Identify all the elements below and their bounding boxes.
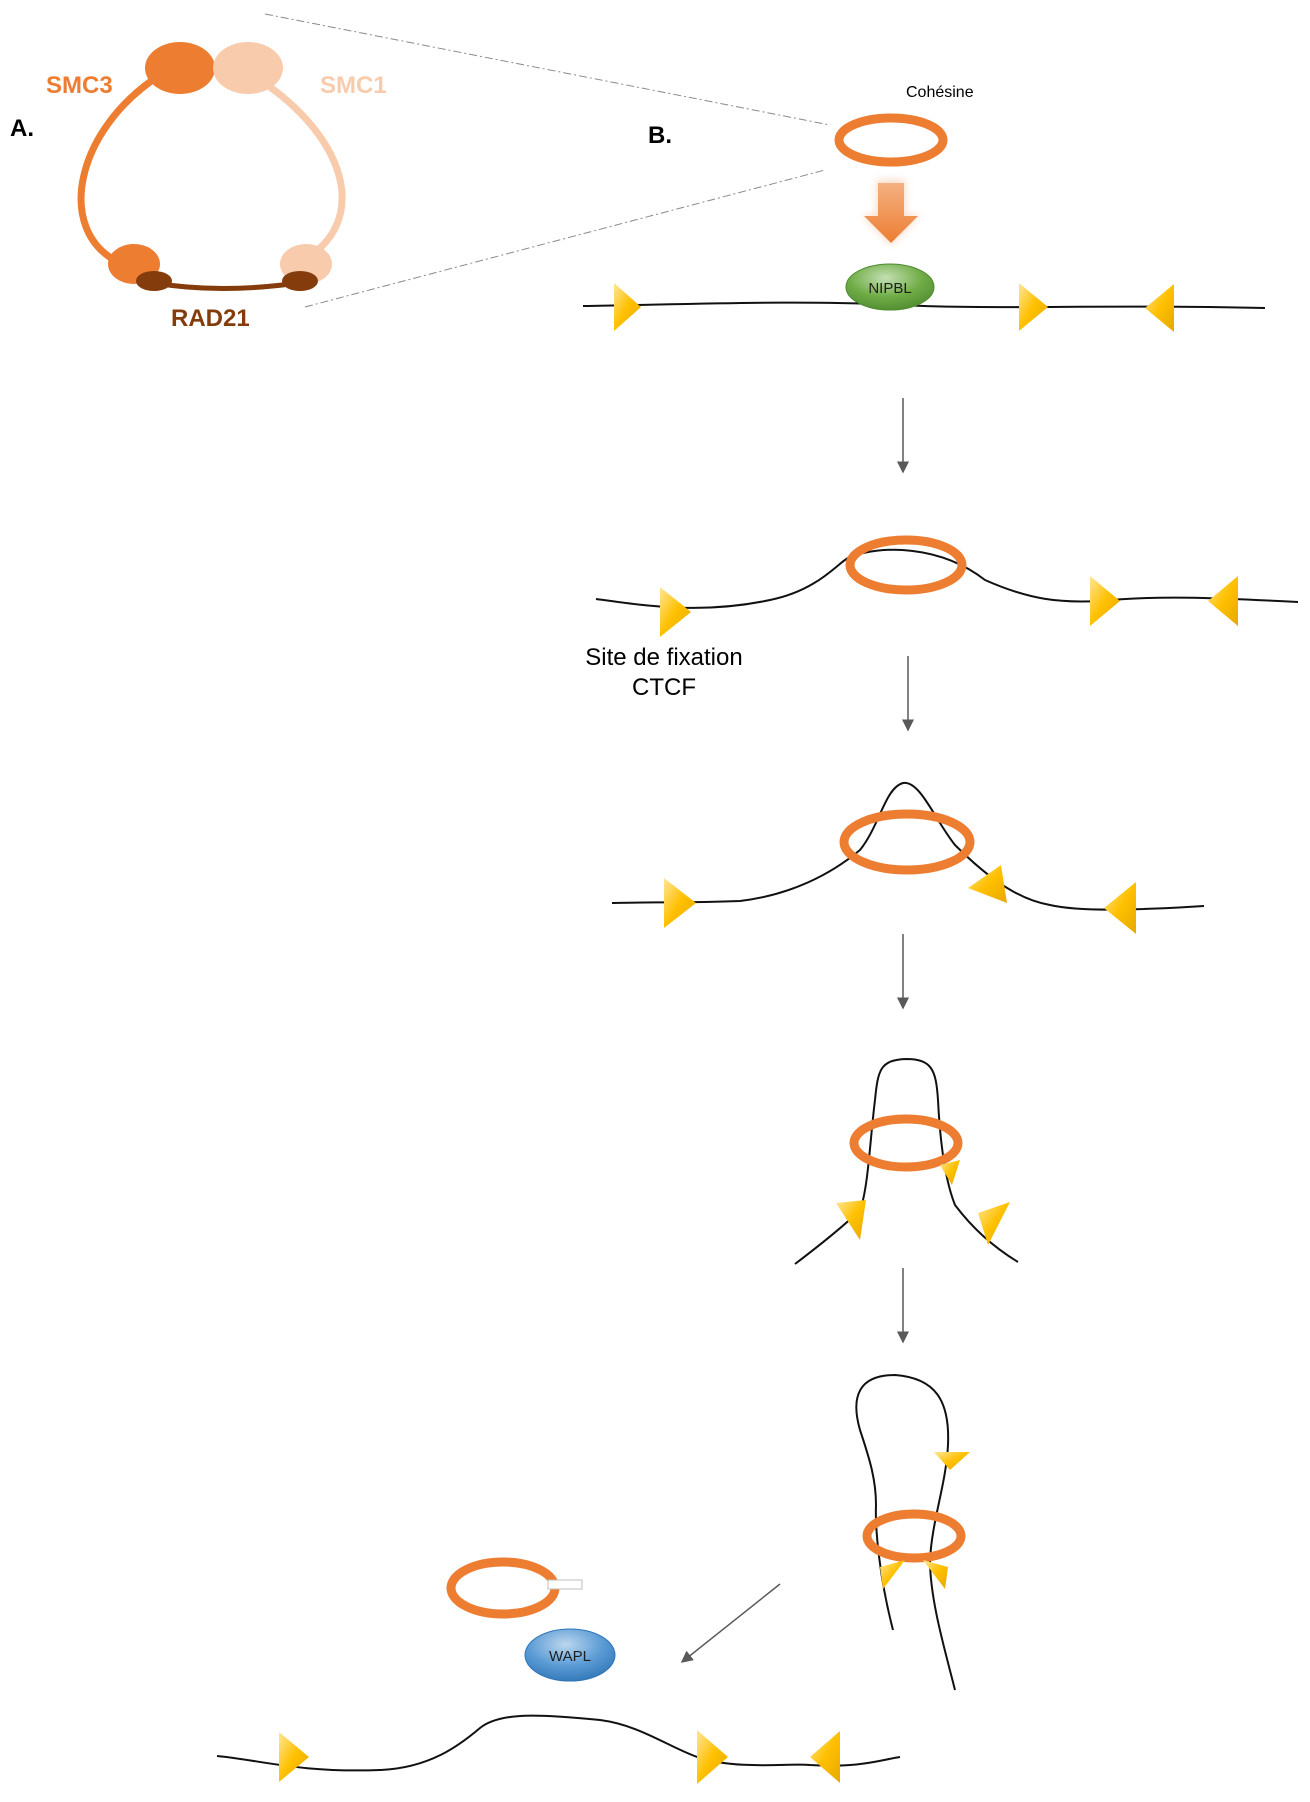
- loading-arrow: [862, 180, 920, 245]
- nipbl-label: NIPBL: [868, 280, 911, 297]
- ctcf-site-icon: [810, 1731, 840, 1783]
- cohesin-complex-structure: [77, 42, 346, 291]
- nipbl-loader: [845, 263, 935, 311]
- ctcf-site-icon: [934, 1452, 970, 1470]
- ctcf-site-icon: [1090, 576, 1120, 626]
- ctcf-site-label-line2: CTCF: [632, 674, 696, 701]
- released-cohesin: [446, 1557, 583, 1619]
- wapl-protein: [524, 1628, 616, 1682]
- panel-label-a: A.: [10, 115, 34, 142]
- ctcf-site-icon: [660, 587, 691, 637]
- ctcf-site-icon: [978, 1202, 1010, 1245]
- panel-label-b: B.: [648, 122, 672, 149]
- ctcf-site-icon: [614, 283, 641, 331]
- smc3-arm: [77, 72, 162, 266]
- ctcf-site-icon: [968, 865, 1007, 903]
- smc3-hinge: [145, 42, 215, 94]
- cohesin-ring: [839, 809, 975, 875]
- rad21-right-domain: [282, 271, 318, 291]
- wapl-label: WAPL: [549, 1648, 591, 1665]
- dna-strand: [611, 781, 1205, 911]
- ctcf-site-icon: [940, 1160, 960, 1185]
- ctcf-site-icon: [697, 1730, 728, 1784]
- smc3-label: SMC3: [46, 72, 113, 99]
- ctcf-site-label-line1: Site de fixation: [585, 644, 742, 671]
- cohesin-ring: [834, 113, 948, 167]
- dna-strand: [216, 1714, 901, 1772]
- smc1-hinge: [213, 42, 283, 94]
- smc1-label: SMC1: [320, 72, 387, 99]
- ctcf-site-icon: [279, 1732, 309, 1782]
- ctcf-site-icon: [1208, 576, 1238, 626]
- rad21-link: [154, 280, 299, 291]
- zoom-line-bottom: [304, 169, 826, 308]
- ctcf-site-icon: [880, 1560, 905, 1589]
- ctcf-site-icon: [664, 878, 696, 928]
- zoom-line-top: [264, 13, 831, 126]
- dna-strand: [855, 1373, 956, 1691]
- cohesin-ring: [862, 1509, 966, 1563]
- rad21-left-domain: [136, 271, 172, 291]
- ctcf-site-icon: [923, 1560, 948, 1589]
- smc1-arm: [258, 77, 346, 266]
- ctcf-site-icon: [836, 1200, 866, 1240]
- cohesin-ring: [849, 1114, 963, 1172]
- cohesin-label: Cohésine: [906, 84, 974, 101]
- cohesin-ring: [845, 535, 967, 595]
- ctcf-site-icon: [1104, 882, 1136, 934]
- ring-opening: [547, 1579, 583, 1590]
- release-arrow: [680, 1583, 781, 1663]
- cohesin-ring-open: [446, 1557, 560, 1619]
- rad21-label: RAD21: [171, 305, 250, 332]
- ctcf-site-icon: [1145, 284, 1174, 332]
- dna-strand: [595, 548, 1299, 609]
- ctcf-site-icon: [1019, 283, 1048, 331]
